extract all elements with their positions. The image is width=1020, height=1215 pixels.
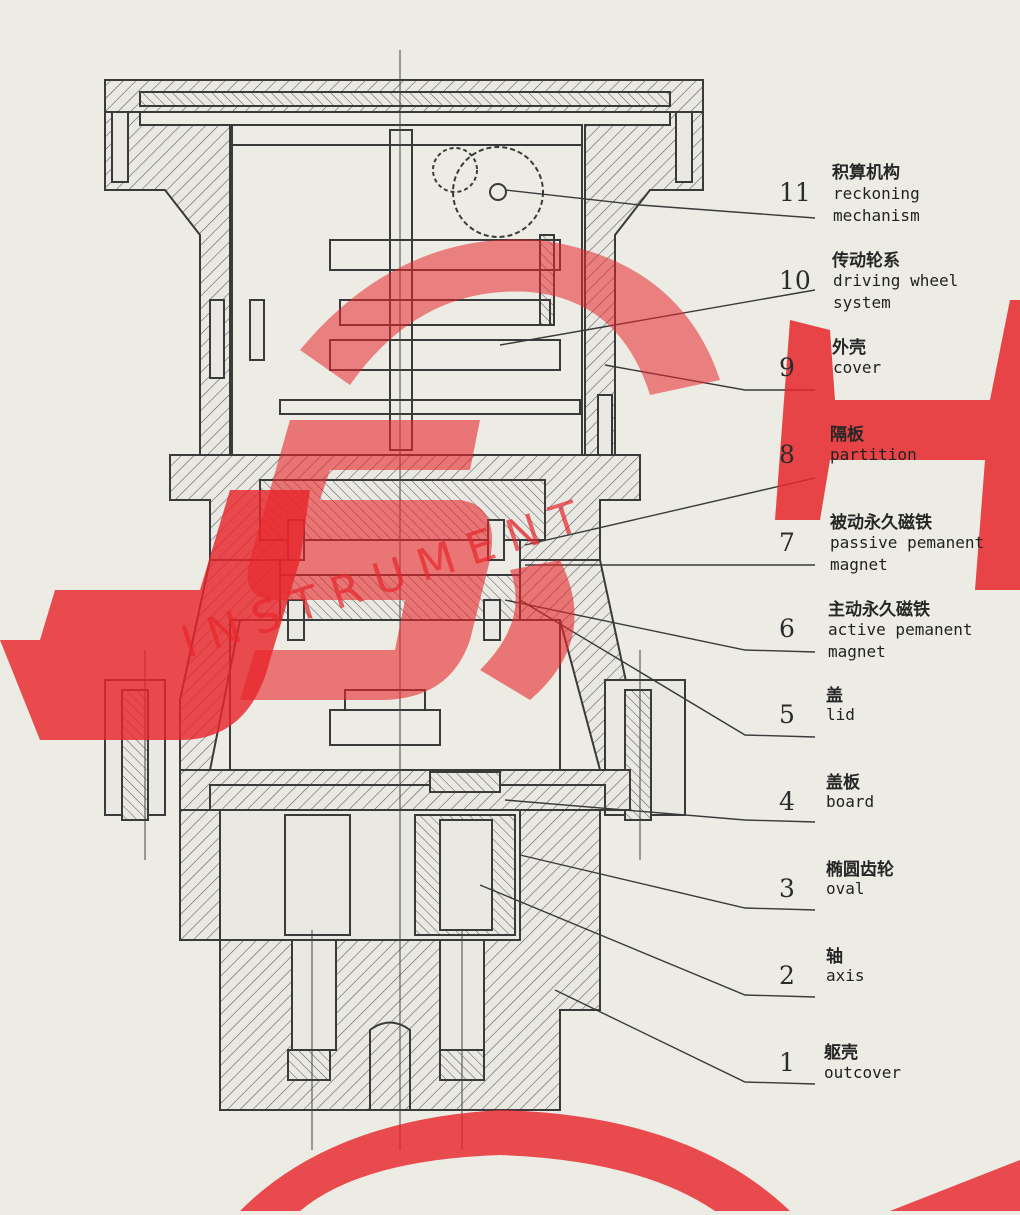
- part-number: 7: [779, 528, 795, 557]
- part-number: 6: [779, 614, 795, 643]
- part-cn: 传动轮系: [832, 251, 900, 271]
- part-en-1: driving wheel: [833, 271, 959, 290]
- part-en-2: system: [833, 293, 891, 312]
- watermark-logo: [0, 239, 1020, 1211]
- part-number: 11: [779, 178, 811, 207]
- part-cn: 积算机构: [832, 163, 900, 183]
- part-en-1: active pemanent: [828, 620, 973, 639]
- part-number: 8: [779, 440, 795, 469]
- part-number: 5: [779, 700, 795, 729]
- part-en-2: magnet: [830, 555, 888, 574]
- part-en-1: board: [826, 792, 875, 811]
- part-number: 9: [779, 353, 795, 382]
- part-cn: 隔板: [830, 425, 864, 445]
- part-en-1: passive pemanent: [830, 533, 985, 552]
- reckoning-gear: [452, 146, 544, 238]
- part-number: 4: [779, 787, 795, 816]
- part-number: 1: [779, 1048, 795, 1077]
- part-cn: 外壳: [832, 338, 866, 358]
- board: [179, 769, 631, 811]
- part-en-1: oval: [826, 879, 865, 898]
- part-cn: 盖板: [826, 773, 860, 793]
- part-en-1: cover: [833, 358, 882, 377]
- part-number: 10: [779, 266, 811, 295]
- part-cn: 躯壳: [824, 1043, 858, 1063]
- part-en-1: outcover: [824, 1063, 902, 1082]
- part-en-1: partition: [830, 445, 917, 464]
- part-en-1: reckoning: [833, 184, 920, 203]
- part-number: 2: [779, 961, 795, 990]
- part-en-1: lid: [826, 705, 855, 724]
- part-cn: 轴: [826, 947, 843, 967]
- part-cn: 被动永久磁铁: [830, 513, 932, 533]
- part-cn: 椭圆齿轮: [826, 860, 894, 880]
- part-en-1: axis: [826, 966, 865, 985]
- part-en-2: magnet: [828, 642, 886, 661]
- part-number: 3: [779, 874, 795, 903]
- part-en-2: mechanism: [833, 206, 920, 225]
- part-cn: 主动永久磁铁: [828, 600, 930, 620]
- part-cn: 盖: [826, 686, 843, 706]
